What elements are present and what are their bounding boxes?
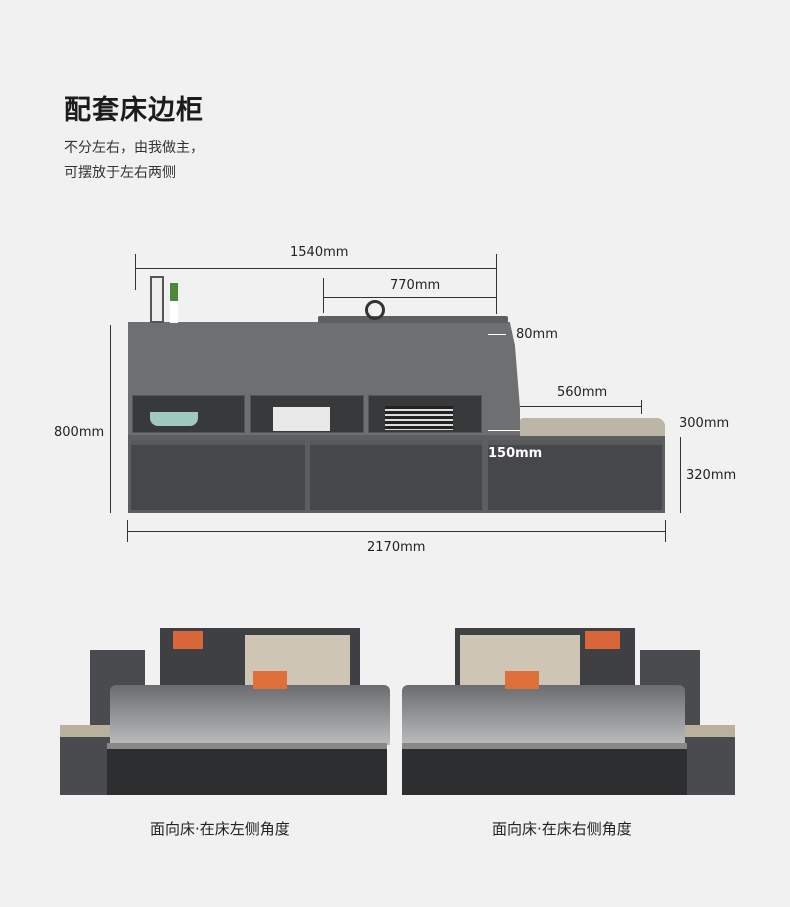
drawer-1	[131, 440, 305, 510]
cabinet-diagram	[128, 276, 665, 513]
seat	[685, 725, 735, 795]
caption-right-view: 面向床·在床右侧角度	[492, 820, 632, 838]
subtitle-line-1: 不分左右，由我做主，	[64, 140, 204, 156]
dim-tick	[665, 520, 666, 542]
dim-line-800	[110, 325, 111, 513]
dim-tick	[323, 278, 324, 313]
dim-label-560: 560mm	[557, 385, 608, 400]
dim-label-300: 300mm	[679, 416, 730, 431]
dim-tick	[135, 254, 136, 290]
dim-label-1540: 1540mm	[290, 245, 349, 260]
storage-box	[273, 407, 330, 431]
mattress	[402, 685, 685, 745]
laptop	[173, 631, 203, 649]
bed-drawers	[402, 743, 687, 795]
plant	[170, 283, 178, 323]
seat	[60, 725, 110, 795]
top-tray	[318, 316, 508, 323]
dim-tick	[496, 254, 497, 314]
pillow	[253, 671, 287, 689]
dim-line-1540	[135, 268, 496, 269]
dim-line-770	[323, 297, 496, 298]
bed-view-right	[400, 625, 740, 795]
drawer-2	[310, 440, 482, 510]
dim-label-800: 800mm	[54, 425, 105, 440]
bed-view-left	[55, 625, 395, 795]
dim-label-80: 80mm	[516, 327, 558, 342]
dim-tick	[641, 400, 642, 414]
mattress	[110, 685, 390, 745]
laptop	[585, 631, 620, 649]
drawer-3	[488, 440, 662, 510]
dim-label-320: 320mm	[686, 468, 737, 483]
dim-label-770: 770mm	[390, 278, 441, 293]
pillow	[505, 671, 539, 689]
page-title: 配套床边柜	[64, 95, 204, 126]
dim-line-2170	[127, 531, 665, 532]
cabinet-side-tower	[486, 322, 520, 437]
dim-tick	[127, 520, 128, 542]
photo-frame	[150, 276, 164, 323]
dim-line-80	[488, 334, 506, 335]
dim-line-320	[680, 437, 681, 513]
caption-left-view: 面向床·在床左侧角度	[150, 820, 290, 838]
dim-label-150: 150mm	[488, 446, 543, 461]
headphones	[365, 300, 385, 320]
subtitle-line-2: 可摆放于左右两侧	[64, 165, 176, 181]
camera-tray	[150, 412, 198, 426]
dim-line-560	[520, 406, 641, 407]
book-stack	[385, 406, 453, 430]
seat-cushion	[520, 418, 665, 436]
dim-line-150	[488, 430, 520, 431]
dim-label-2170: 2170mm	[367, 540, 426, 555]
bed-drawers	[107, 743, 387, 795]
